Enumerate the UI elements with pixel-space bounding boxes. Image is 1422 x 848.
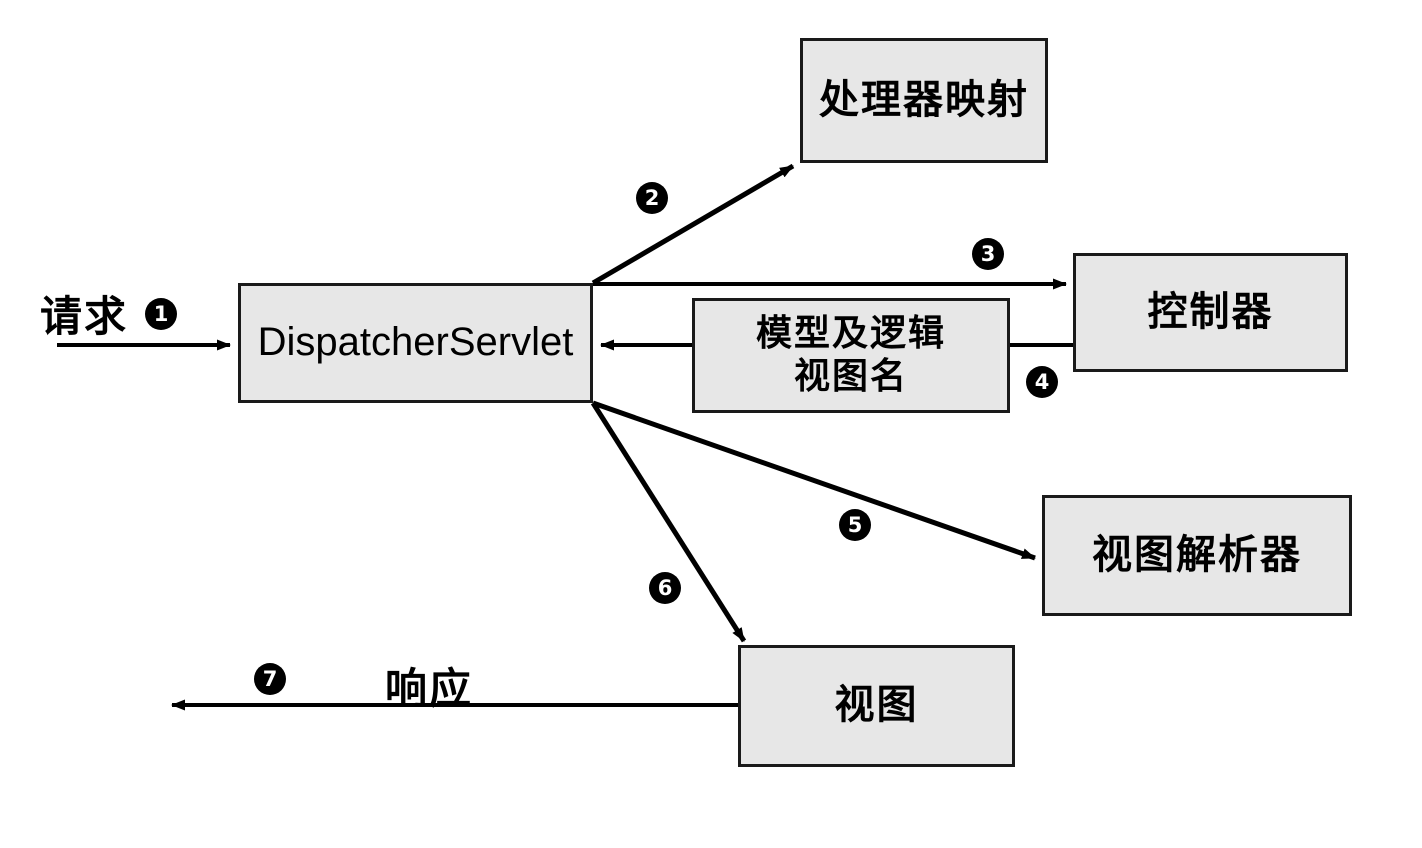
node-view-resolver: 视图解析器 bbox=[1042, 495, 1352, 616]
node-label: 处理器映射 bbox=[819, 76, 1029, 123]
node-label: 控制器 bbox=[1147, 288, 1274, 335]
node-label: DispatcherServlet bbox=[257, 320, 574, 365]
node-model-and-view: 模型及逻辑视图名 bbox=[692, 298, 1010, 413]
node-handler-mapping: 处理器映射 bbox=[800, 38, 1048, 163]
step-marker-3: 3 bbox=[972, 238, 1004, 270]
node-view: 视图 bbox=[738, 645, 1015, 767]
node-label: 视图解析器 bbox=[1092, 531, 1302, 578]
step-marker-1: 1 bbox=[145, 298, 177, 330]
caption-request-label: 请求 bbox=[40, 292, 129, 341]
connector-dispatcher-to-view-resolver bbox=[592, 400, 1036, 561]
connector-dispatcher-to-view bbox=[590, 401, 747, 643]
caption-response-label: 响应 bbox=[385, 664, 474, 713]
node-dispatcher: DispatcherServlet bbox=[238, 283, 593, 403]
step-marker-6: 6 bbox=[649, 572, 681, 604]
step-marker-7: 7 bbox=[254, 663, 286, 695]
node-label: 视图 bbox=[834, 682, 919, 729]
node-label: 模型及逻辑视图名 bbox=[755, 313, 946, 397]
step-marker-4: 4 bbox=[1026, 366, 1058, 398]
step-marker-5: 5 bbox=[839, 509, 871, 541]
connector-dispatcher-to-handler-mapping bbox=[591, 163, 795, 286]
step-marker-2: 2 bbox=[636, 182, 668, 214]
node-controller: 控制器 bbox=[1073, 253, 1348, 372]
